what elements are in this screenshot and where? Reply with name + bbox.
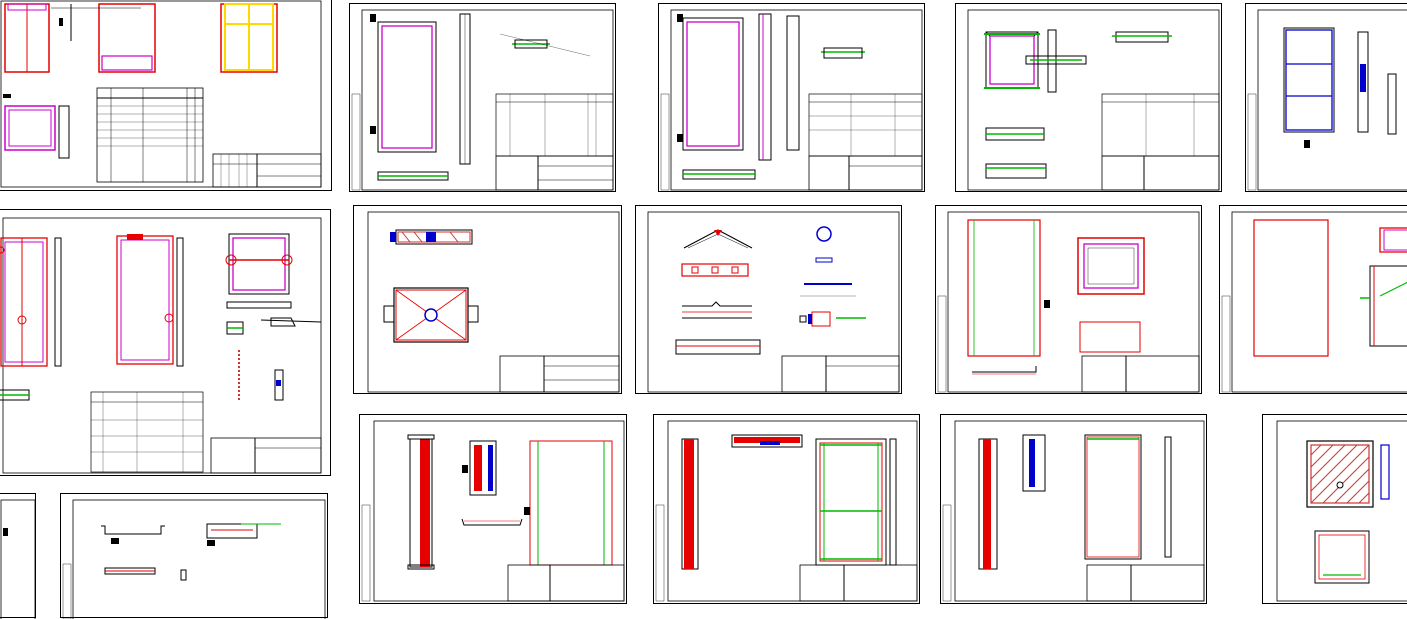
- sheet-drawing: [655, 420, 918, 602]
- drawing-sheet-panel-and-frame[interactable]: [935, 205, 1202, 394]
- sheet-drawing: [967, 9, 1220, 191]
- drawing-sheet-profiles-details[interactable]: [635, 205, 902, 394]
- drawing-sheet-partial-small[interactable]: [0, 493, 36, 619]
- sheet-drawing: [0, 217, 322, 474]
- sheet-drawing: [1221, 211, 1407, 393]
- drawing-sheet-tall-panel[interactable]: [940, 414, 1207, 604]
- sheet-drawing: [367, 211, 620, 393]
- sheet-drawing: [351, 9, 614, 191]
- drawing-sheet-hatched-square[interactable]: [1262, 414, 1407, 604]
- sheet-drawing: [361, 420, 625, 602]
- sheet-drawing: [660, 9, 923, 191]
- drawing-sheet-door-panel-2[interactable]: [658, 3, 925, 192]
- drawing-sheet-side-sections[interactable]: [359, 414, 627, 604]
- sheet-drawing: [1276, 420, 1407, 602]
- drawing-sheet-doors-specification[interactable]: [0, 0, 332, 191]
- drawing-sheet-window-partial[interactable]: [1245, 3, 1407, 192]
- drawing-sheet-panel-green-lines[interactable]: [653, 414, 920, 604]
- drawing-sheet-box-with-hole[interactable]: [353, 205, 622, 394]
- drawing-sheet-parts[interactable]: [60, 493, 328, 619]
- drawing-sheet-door-panel-1[interactable]: [349, 3, 616, 192]
- sheet-drawing: [647, 211, 900, 393]
- sheet-drawing: [1247, 9, 1407, 191]
- drawing-sheet-panel-partial[interactable]: [1219, 205, 1407, 394]
- sheet-drawing: [937, 211, 1200, 393]
- drawing-sheet-frames-and-nodes[interactable]: [0, 209, 331, 476]
- sheet-drawing: [942, 420, 1205, 602]
- drawing-sheet-window-unit[interactable]: [955, 3, 1222, 192]
- sheet-drawing: [0, 0, 322, 188]
- sheet-drawing: [0, 499, 36, 619]
- sheet-drawing: [62, 499, 326, 619]
